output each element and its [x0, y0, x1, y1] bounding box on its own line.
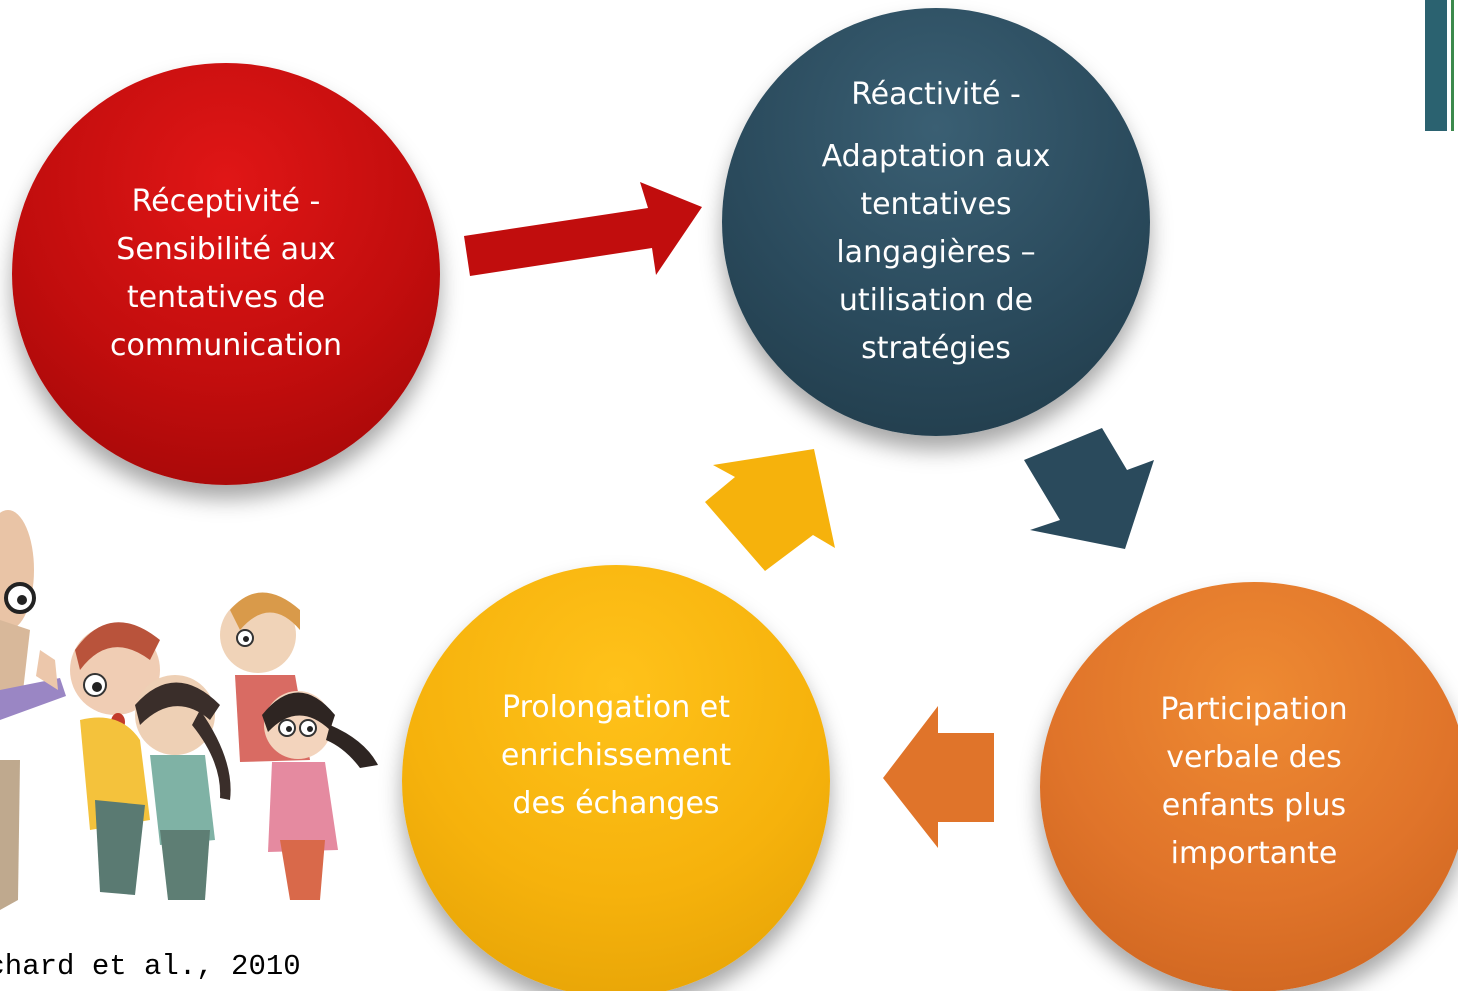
arrow-receptivite-to-reactivite — [464, 182, 702, 276]
receptivite-line-4: communication — [109, 328, 342, 363]
participation-line-3: enfants plus — [1161, 788, 1347, 823]
reactivite-title: Réactivité - — [851, 77, 1021, 112]
receptivite-line-1: Réceptivité - — [131, 184, 321, 219]
participation-line-1: Participation — [1160, 692, 1348, 727]
reactivite-line-1: Adaptation aux — [821, 139, 1051, 174]
citation: uchard et al., 2010 — [0, 950, 301, 983]
node-reactivite: Réactivité - Adaptation aux tentatives l… — [722, 8, 1150, 436]
reactivite-line-4: utilisation de — [838, 283, 1034, 318]
corner-accent-line — [1451, 0, 1454, 131]
corner-accent-bar — [1425, 0, 1447, 131]
node-receptivite: Réceptivité - Sensibilité aux tentatives… — [12, 63, 440, 485]
arrow-reactivite-to-participation — [1024, 428, 1154, 549]
prolongation-line-2: enrichissement — [500, 738, 732, 773]
arrow-prolongation-to-reactivite — [705, 449, 835, 571]
arrow-participation-to-prolongation — [883, 706, 994, 848]
receptivite-line-3: tentatives de — [126, 280, 326, 315]
reactivite-line-2: tentatives — [860, 187, 1012, 222]
participation-line-4: importante — [1170, 836, 1338, 871]
reactivite-line-3: langagières – — [836, 235, 1036, 270]
participation-line-2: verbale des — [1166, 740, 1342, 775]
children-illustration — [0, 510, 378, 910]
node-prolongation: Prolongation et enrichissement des échan… — [402, 565, 830, 991]
receptivite-line-2: Sensibilité aux — [116, 232, 336, 267]
reactivite-line-5: stratégies — [861, 331, 1011, 366]
prolongation-line-3: des échanges — [512, 786, 720, 821]
prolongation-line-1: Prolongation et — [502, 690, 730, 725]
node-participation: Participation verbale des enfants plus i… — [1040, 582, 1458, 991]
